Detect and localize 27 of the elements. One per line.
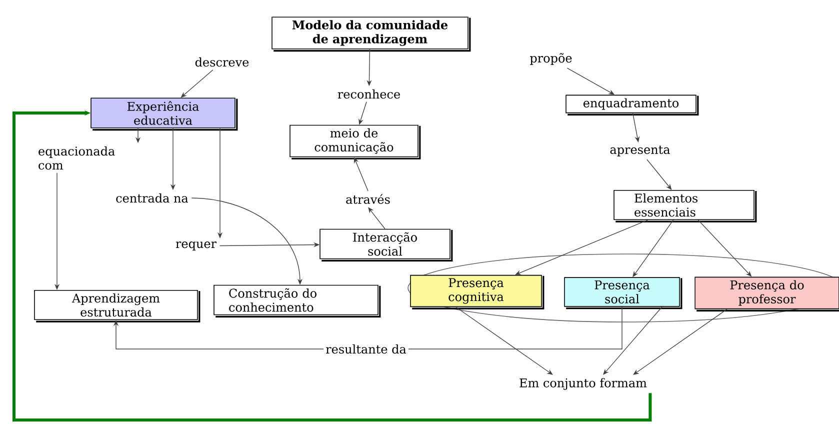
- arrow: [633, 308, 728, 375]
- concept-box: Elementos essenciais: [614, 190, 757, 222]
- concept-box: Construção do conhecimento: [214, 284, 381, 318]
- linking-phrase: Em conjunto formam: [520, 378, 647, 390]
- concept-box: Presença cognitiva: [410, 274, 544, 310]
- linking-phrase: requer: [176, 242, 217, 250]
- linking-phrase: centrada na: [116, 193, 188, 203]
- concept-box: Presença social: [564, 277, 682, 310]
- linking-phrase: equacionada com: [38, 146, 115, 170]
- linking-phrase: reconhece: [338, 89, 400, 99]
- edge-label: resultante da: [324, 342, 408, 356]
- concept-box: Aprendizagem estruturada: [34, 290, 200, 322]
- concept-box: meio de comunicação: [290, 124, 421, 160]
- concept-box: enquadramento: [566, 94, 699, 116]
- arrow: [603, 306, 662, 375]
- arrow: [12, 110, 652, 422]
- arrow: [646, 159, 672, 190]
- arrow: [368, 207, 386, 230]
- title-box: Modelo da comunidade de aprendizagem: [272, 16, 471, 52]
- concept-box: Interacção social: [320, 228, 453, 262]
- concept-box: Experiência educativa: [90, 98, 238, 131]
- concept-box: Presença do professor: [694, 276, 839, 312]
- linking-phrase: propõe: [530, 53, 572, 65]
- linking-phrase: descreve: [195, 57, 249, 67]
- linking-phrase: através: [346, 194, 390, 204]
- arrow: [456, 306, 553, 375]
- linking-phrase: apresenta: [610, 146, 670, 156]
